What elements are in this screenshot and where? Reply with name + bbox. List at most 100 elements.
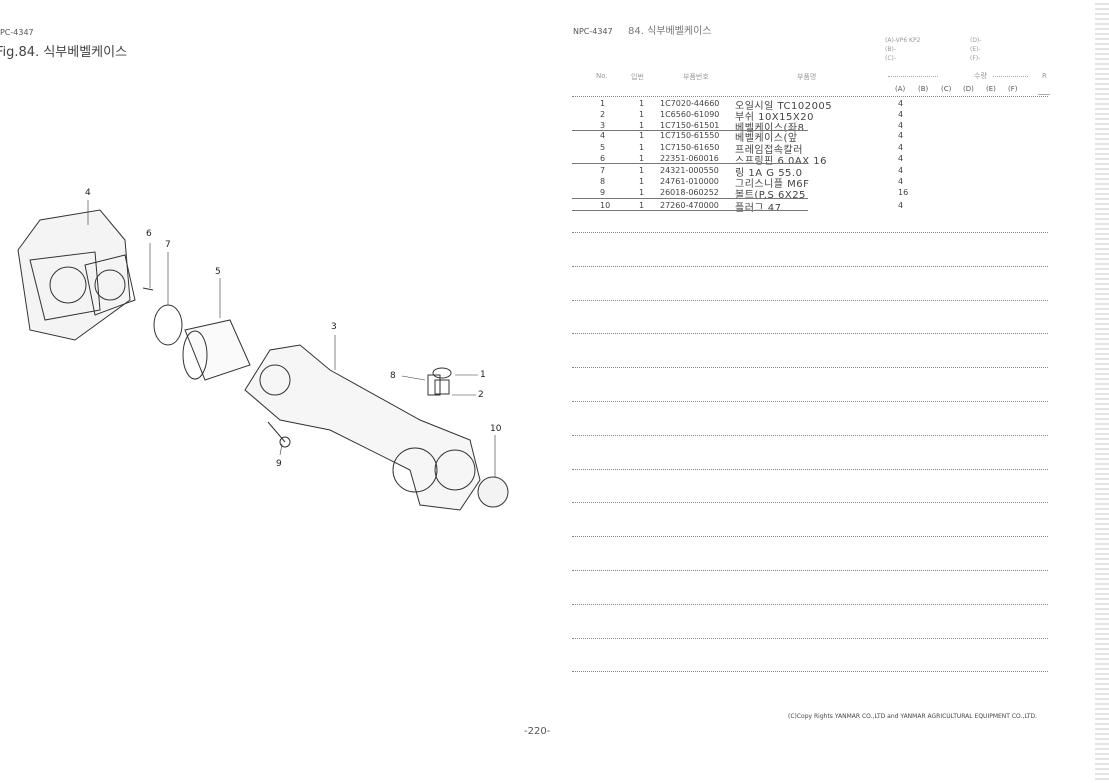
- empty-row-line: [572, 604, 1048, 605]
- header-col-a: (A): [895, 85, 906, 93]
- row-qty-a: 4: [898, 201, 904, 210]
- row-qty-a: 4: [898, 121, 904, 130]
- row-part-name: 스프링핀 6.0AX 16: [735, 156, 827, 167]
- row-part-number: 1C7150-61550: [660, 131, 720, 140]
- empty-row-line: [572, 300, 1048, 301]
- row-qty-a: 4: [898, 166, 904, 175]
- group-separator: [572, 163, 808, 164]
- model-d: (D)-: [970, 37, 982, 44]
- header-name: 부품명: [797, 73, 817, 81]
- model-b: (B)-: [885, 46, 896, 53]
- header-rule: [572, 96, 1048, 97]
- row-part-number: 26018-060252: [660, 188, 719, 197]
- header-col-f: (F): [1008, 85, 1018, 93]
- callout-1: 1: [480, 370, 486, 380]
- row-no: 8: [600, 177, 606, 186]
- collar-drawing: [182, 319, 251, 381]
- group-separator: [572, 198, 808, 199]
- r-column-rule: [1038, 94, 1050, 95]
- table-row: 9 1 26018-060252 볼트(P.S 6X25 16: [0, 188, 1109, 201]
- header-part-no: 부품번호: [683, 73, 709, 81]
- model-e: (E)-: [970, 46, 981, 53]
- row-part-number: 1C7150-61650: [660, 143, 720, 152]
- header-col-c: (C): [941, 85, 952, 93]
- scan-edge: [1095, 0, 1109, 783]
- group-separator: [572, 210, 808, 211]
- callout-4: 4: [85, 188, 91, 198]
- row-qty-a: 4: [898, 110, 904, 119]
- bolt-drawing: [267, 421, 291, 448]
- bevel-case-main-drawing: [244, 344, 481, 511]
- empty-row-line: [572, 638, 1048, 639]
- callout-3: 3: [331, 322, 337, 332]
- header-no: No.: [596, 72, 608, 80]
- row-qty-per: 1: [639, 166, 645, 175]
- model-f: (F)-: [970, 55, 981, 62]
- row-part-number: 27260-470000: [660, 201, 719, 210]
- row-qty-a: 4: [898, 177, 904, 186]
- table-row: 1 1 1C7020-44660 오일시일 TC102005 4: [0, 99, 1109, 112]
- figure-title: Fig.84. 식부베벨케이스: [0, 45, 128, 60]
- row-qty-per: 1: [639, 110, 645, 119]
- row-qty-per: 1: [639, 188, 645, 197]
- row-qty-per: 1: [639, 131, 645, 140]
- plug-drawing: [477, 476, 509, 508]
- empty-row-line: [572, 333, 1048, 334]
- callout-6: 6: [146, 229, 152, 239]
- row-no: 1: [600, 99, 606, 108]
- row-part-number: 1C7150-61501: [660, 121, 720, 130]
- copyright: (C)Copy Rights YANMAR CO.,LTD and YANMAR…: [788, 713, 1038, 720]
- row-qty-a: 4: [898, 99, 904, 108]
- empty-row-line: [572, 536, 1048, 537]
- row-part-name: 볼트(P.S 6X25: [735, 190, 806, 201]
- callout-8: 8: [390, 371, 396, 381]
- empty-row-line: [572, 570, 1048, 571]
- row-qty-a: 16: [898, 188, 909, 197]
- row-no: 5: [600, 143, 606, 152]
- row-part-number: 1C6560-61090: [660, 110, 720, 119]
- header-col-b: (B): [918, 85, 929, 93]
- row-qty-per: 1: [639, 201, 645, 210]
- empty-row-line: [572, 469, 1048, 470]
- header-r: R: [1042, 72, 1047, 80]
- row-qty-per: 1: [639, 143, 645, 152]
- model-c: (C)-: [885, 55, 897, 62]
- row-part-number: 24321-000550: [660, 166, 719, 175]
- empty-row-line: [572, 266, 1048, 267]
- row-part-number: 1C7020-44660: [660, 99, 720, 108]
- table-row: 4 1 1C7150-61550 베벨케이스(앞 4: [0, 131, 1109, 144]
- row-qty-a: 4: [898, 131, 904, 140]
- row-part-name: 링 1A G 55.0: [735, 168, 803, 179]
- table-row: 8 1 24761-010000 그리스니플 M6F 4: [0, 177, 1109, 190]
- callout-9: 9: [276, 459, 282, 469]
- empty-row-line: [572, 232, 1048, 233]
- row-part-number: 22351-060016: [660, 154, 719, 163]
- row-qty-per: 1: [639, 154, 645, 163]
- row-part-name: 베벨케이스(앞: [735, 133, 798, 144]
- table-row: 2 1 1C6560-61090 부쉬 10X15X20 4: [0, 110, 1109, 123]
- qty-divider-left: [888, 76, 938, 77]
- empty-row-line: [572, 435, 1048, 436]
- right-page-title: 84. 식부베벨케이스: [628, 26, 712, 37]
- row-part-name: 그리스니플 M6F: [735, 179, 810, 190]
- callout-5: 5: [215, 267, 221, 277]
- header-col-e: (E): [986, 85, 996, 93]
- table-row: 5 1 1C7150-61650 프레임접속칼러 4: [0, 143, 1109, 156]
- model-a: (A)-VP6 KP2: [885, 37, 921, 44]
- row-part-name: 오일시일 TC102005: [735, 101, 833, 112]
- exploded-parts-diagram: [17, 200, 509, 511]
- row-no: 4: [600, 131, 606, 140]
- row-part-name: 부쉬 10X15X20: [735, 112, 814, 123]
- row-qty-a: 4: [898, 154, 904, 163]
- row-no: 3: [600, 121, 606, 130]
- row-no: 2: [600, 110, 606, 119]
- empty-row-line: [572, 502, 1048, 503]
- page-number: -220-: [524, 726, 551, 737]
- row-no: 10: [600, 201, 611, 210]
- row-part-name: 프레임접속칼러: [735, 145, 803, 156]
- oil-seal-drawing: [432, 367, 452, 395]
- pin-drawing: [142, 287, 154, 291]
- table-row: 6 1 22351-060016 스프링핀 6.0AX 16 4: [0, 154, 1109, 167]
- row-qty-a: 4: [898, 143, 904, 152]
- header-qty-per: 입번: [631, 73, 644, 81]
